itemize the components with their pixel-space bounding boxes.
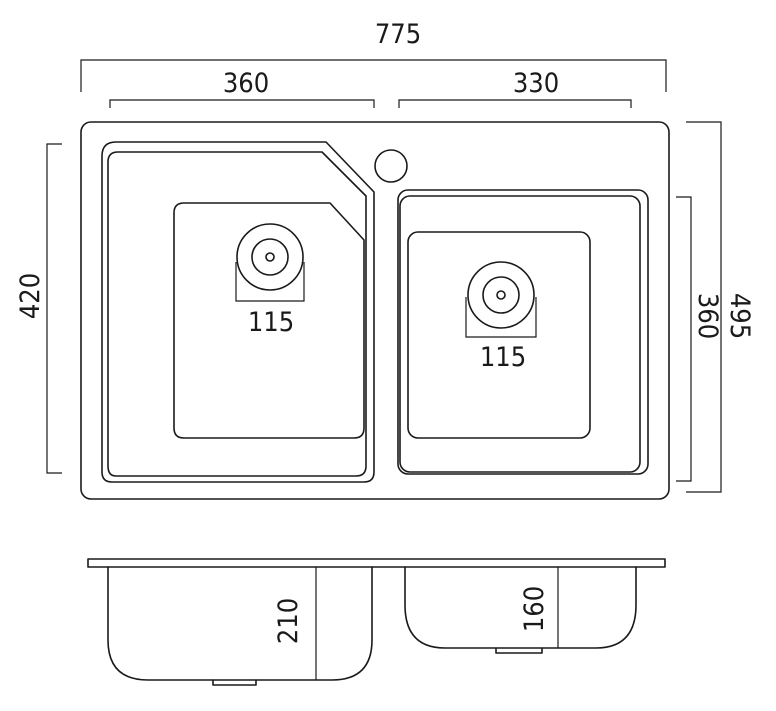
- left-bowl-rim: [101, 141, 375, 483]
- left-bowl-basin: [173, 202, 365, 439]
- dim-left-width: 360: [223, 68, 269, 99]
- right-bowl-rim: [397, 189, 649, 475]
- side-deck: [87, 558, 666, 568]
- dim-right-bowl-height: 360: [692, 293, 723, 339]
- dim-right-width: 330: [513, 68, 559, 99]
- dim-left-height: 420: [15, 273, 46, 319]
- right-drain: [465, 261, 537, 338]
- faucet-hole: [374, 149, 408, 183]
- left-bowl-rim-inner: [107, 151, 367, 477]
- side-left-bowl: [107, 566, 373, 681]
- sink-top-view: [80, 121, 670, 500]
- side-right-drain: [495, 647, 543, 654]
- dim-drain-left: 115: [248, 307, 294, 338]
- side-right-bowl: [404, 566, 637, 649]
- right-bowl-rim-inner: [399, 195, 641, 473]
- sink-side-view: [87, 558, 666, 686]
- dimension-lines: [46, 59, 722, 493]
- left-drain: [235, 223, 305, 302]
- sink-outer-outline: [80, 121, 670, 500]
- right-bowl-basin: [407, 231, 591, 439]
- dim-depth-left: 210: [273, 598, 304, 644]
- dim-depth-right: 160: [519, 586, 550, 632]
- dim-overall-width: 775: [375, 19, 421, 50]
- dim-overall-height: 495: [724, 293, 755, 339]
- side-left-drain: [212, 679, 257, 686]
- dim-drain-right: 115: [480, 342, 526, 373]
